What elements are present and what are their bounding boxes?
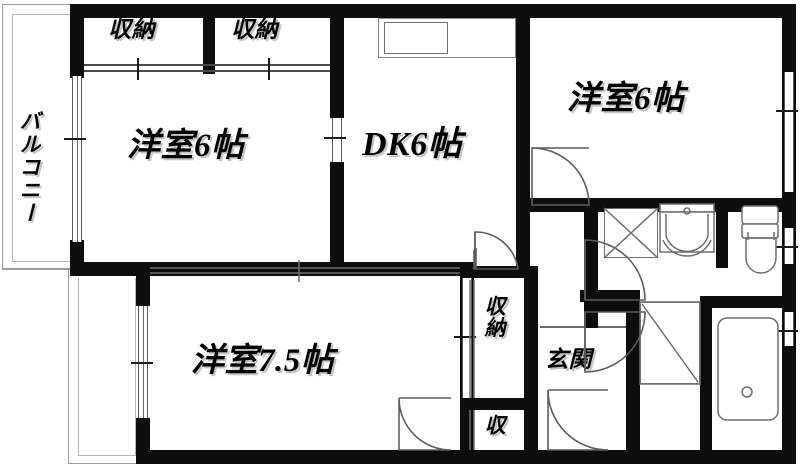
wall-washroom-right [700,198,712,214]
door-arc-bedroom-right [531,147,590,206]
sliding-door-bedroom-large[interactable] [462,278,472,404]
balcony-outline-lower [2,268,70,270]
genkan-step-line [540,326,626,328]
wall-closet-block-right [330,4,344,74]
wall-washroom-bottom [584,300,640,312]
balcony-inner-edge-leg [78,278,136,456]
door-arc-dk-hall [474,231,519,270]
closet-door-tick-2 [268,58,270,80]
exterior-wall-left-lower-bottom [136,418,150,464]
balcony-inner-edge [12,14,70,262]
balcony-label: バルコニー [17,110,41,225]
genkan-label: 玄関 [545,347,592,372]
wall-genkan-right [626,290,640,450]
wall-bedroom-right-bottom [530,198,796,212]
exterior-wall-top [70,4,796,18]
bath-window-tick [776,330,798,332]
wall-bedroom-left-right-top [330,62,344,118]
wall-dk-bottom [344,262,474,276]
window-bath[interactable] [784,312,794,346]
closet-label-top-mid: 収納 [231,17,278,42]
window-tick-large [131,362,153,364]
wall-center-closet-top [460,266,538,278]
sliding-window-bedroom-left-rail [77,76,78,242]
closet-label-top-left: 収納 [108,17,155,42]
bedroom-large-label: 洋室7.5帖 [191,343,335,379]
bedroom-left-door-tick [324,137,346,139]
wall-between-top-closets [203,4,215,74]
wall-center-closet-divider [460,398,538,410]
wall-closet-bottom-left-stub [70,62,84,74]
bedroom-right-window-tick [776,110,798,112]
wall-bedroom-left-bottom [70,262,344,276]
toilet-window-tick [776,246,798,248]
closet-door-line-b [84,70,330,72]
wall-toilet-bottom [700,296,796,308]
wall-center-closet-right [524,266,538,464]
wall-toilet-left [716,198,728,268]
kitchen-sink-icon [384,22,448,54]
closet-label-center: 収納 [482,295,506,338]
toilet-icon [741,205,779,274]
bedroom-left-label: 洋室6帖 [127,128,245,164]
closet-door-tick-1 [137,58,139,80]
washing-machine-space-icon [604,208,658,258]
closet-label-bottom: 収 [482,414,506,436]
door-arc-genkan [547,389,609,451]
dk-label: DK6帖 [362,126,463,163]
sliding-door-bedroom-left-to-dk[interactable] [332,118,342,162]
balcony-outline [2,4,70,270]
door-arc-bedroom-large [398,397,452,451]
bedroom-large-door-tick [454,336,476,338]
shoe-cabinet-icon [640,302,700,384]
window-tick-left [64,138,86,140]
wall-dk-right [516,4,530,266]
wall-bath-left [700,300,712,450]
exterior-wall-left-upper [70,4,84,74]
wall-bedroom-left-right-bottom [330,162,344,266]
wall-bedroom-large-right-lower [460,406,474,464]
bedroom-right-label: 洋室6帖 [567,81,685,117]
window-bedroom-right[interactable] [784,72,794,192]
closet-door-line-a [84,64,330,66]
bathtub-icon [717,317,779,421]
